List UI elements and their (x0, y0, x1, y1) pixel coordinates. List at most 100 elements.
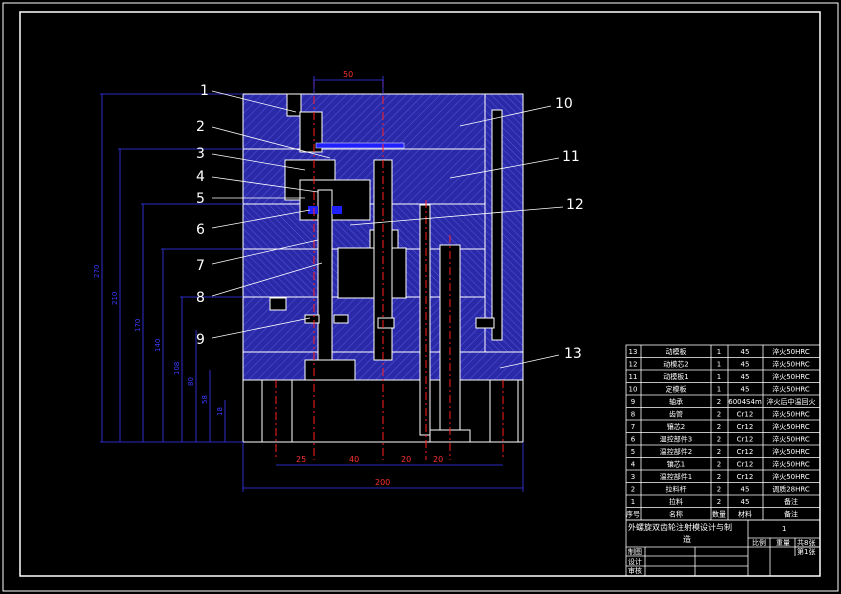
bom-header-cell: 序号 (626, 510, 640, 519)
dim-left-7: 18 (216, 407, 224, 416)
center-lines (275, 80, 504, 460)
dimension-text: 50 25 40 20 20 200 270 210 170 140 108 8… (93, 70, 443, 487)
sheet-number: 1 (782, 525, 786, 533)
bom-cell: 2 (717, 461, 721, 469)
bom-cell: 2 (717, 486, 721, 494)
bom-cell: 淬火50HRC (772, 472, 810, 481)
bom-cell: 45 (741, 361, 750, 369)
dim-overall: 200 (375, 478, 390, 487)
title-block: 外螺旋双齿轮注射模设计与制 造 1 比例 重量 共8张 第1张 制图 设计 审核 (628, 522, 815, 575)
part-label-13: 13 (564, 346, 582, 362)
design-label: 设计 (628, 557, 642, 566)
dim-top-50: 50 (343, 70, 353, 79)
bom-cell: 拉料 (669, 497, 683, 506)
dim-left-4: 108 (173, 362, 181, 375)
bom-cell: 45 (741, 348, 750, 356)
right-slot (491, 109, 503, 341)
bom-cell: 2 (631, 486, 635, 494)
bom-cell: 淬火50HRC (772, 372, 810, 381)
bom-cell: Cr12 (737, 411, 754, 419)
core-pin-left (317, 189, 333, 366)
dim-left-6: 58 (201, 395, 209, 404)
dim-left-1: 210 (111, 292, 119, 305)
bom-cell: Cr12 (737, 461, 754, 469)
bom-cell: 备注 (784, 497, 798, 506)
dimensions (100, 76, 524, 492)
part-label-3: 3 (196, 146, 205, 162)
ejector-stub-3 (489, 379, 519, 443)
bom-cell: 45 (741, 498, 750, 506)
inner-border (19, 11, 821, 577)
bom-cell: Cr12 (737, 436, 754, 444)
bom-cell: 6 (631, 436, 636, 444)
bom-cell: 2 (717, 473, 721, 481)
bom-header-cell: 备注 (784, 510, 798, 519)
cavity-block (337, 247, 407, 299)
bom-cell: 2 (717, 436, 721, 444)
bom-cell: 4 (631, 461, 636, 469)
dim-left-3: 140 (154, 339, 162, 352)
part-label-7: 7 (196, 258, 205, 274)
gear-right (332, 206, 342, 214)
title-line-1: 外螺旋双齿轮注射模设计与制 (628, 522, 732, 532)
part-label-1: 1 (200, 83, 209, 99)
pin-thin-1 (419, 204, 431, 436)
bom-cell: 1 (631, 498, 635, 506)
part-label-12: 12 (566, 197, 584, 213)
bearing-2 (333, 314, 349, 324)
bom-cell: 动模板 (666, 347, 687, 356)
bom-cell: 45 (741, 486, 750, 494)
right-rail (484, 93, 524, 353)
dim-left-2: 170 (134, 319, 142, 332)
bom-cell: 8 (631, 411, 635, 419)
mold-assembly (242, 80, 524, 460)
bom-cell: 11 (629, 373, 638, 381)
bom-cell: 动模板1 (663, 372, 688, 381)
bom-cell: 1 (717, 373, 721, 381)
bom-cell: 6004S4m (728, 398, 762, 406)
bom-cell: 2 (717, 411, 721, 419)
bom-cell: 13 (629, 348, 638, 356)
bom-header-cell: 名称 (669, 510, 683, 519)
bom-cell: 1 (717, 348, 721, 356)
review-label: 审核 (628, 566, 642, 575)
bom-cell: 1 (717, 361, 721, 369)
right-slot-b (475, 317, 495, 329)
bom-header-cell: 材料 (738, 510, 752, 519)
bom-cell: 温控部件1 (660, 472, 692, 481)
bom-cell: 淬火50HRC (772, 447, 810, 456)
bom-cell: 淬火50HRC (772, 410, 810, 419)
bom-cell: 齿管 (669, 410, 683, 419)
part-label-2: 2 (196, 119, 205, 135)
bom-cell: 9 (631, 398, 635, 406)
bom-cell: 拉料杆 (666, 485, 687, 494)
bom-cell: 温控部件2 (660, 447, 692, 456)
bom-cell: 动模芯2 (663, 360, 688, 369)
bom-cell: 2 (717, 423, 721, 431)
runner-plate (315, 142, 405, 149)
pin-top-2 (299, 111, 323, 153)
page-number: 第1张 (797, 547, 815, 556)
bom-cell: 2 (717, 498, 721, 506)
bom-cell: 淬火50HRC (772, 347, 810, 356)
bolt-1 (269, 297, 287, 311)
gear-left (308, 206, 318, 214)
bom-table (625, 344, 821, 577)
dim-25: 25 (296, 455, 306, 464)
bom-cell: 淬火50HRC (772, 435, 810, 444)
bolt-2 (377, 317, 395, 329)
dim-40: 40 (349, 455, 359, 464)
bom-cell: 淬火50HRC (772, 385, 810, 394)
dim-20b: 20 (433, 455, 443, 464)
bom-cell: 淬火后中温回火 (767, 397, 816, 406)
ejector-stub-1 (261, 379, 293, 443)
part-label-8: 8 (196, 290, 205, 306)
bom-cell: 温控部件3 (660, 435, 692, 444)
part-labels: 1 2 3 4 5 6 7 8 9 10 11 12 13 (196, 83, 584, 362)
bom-cell: 2 (717, 398, 721, 406)
dim-20a: 20 (401, 455, 411, 464)
drawn-label: 制图 (628, 547, 642, 556)
scale-label: 比例 (752, 538, 766, 547)
